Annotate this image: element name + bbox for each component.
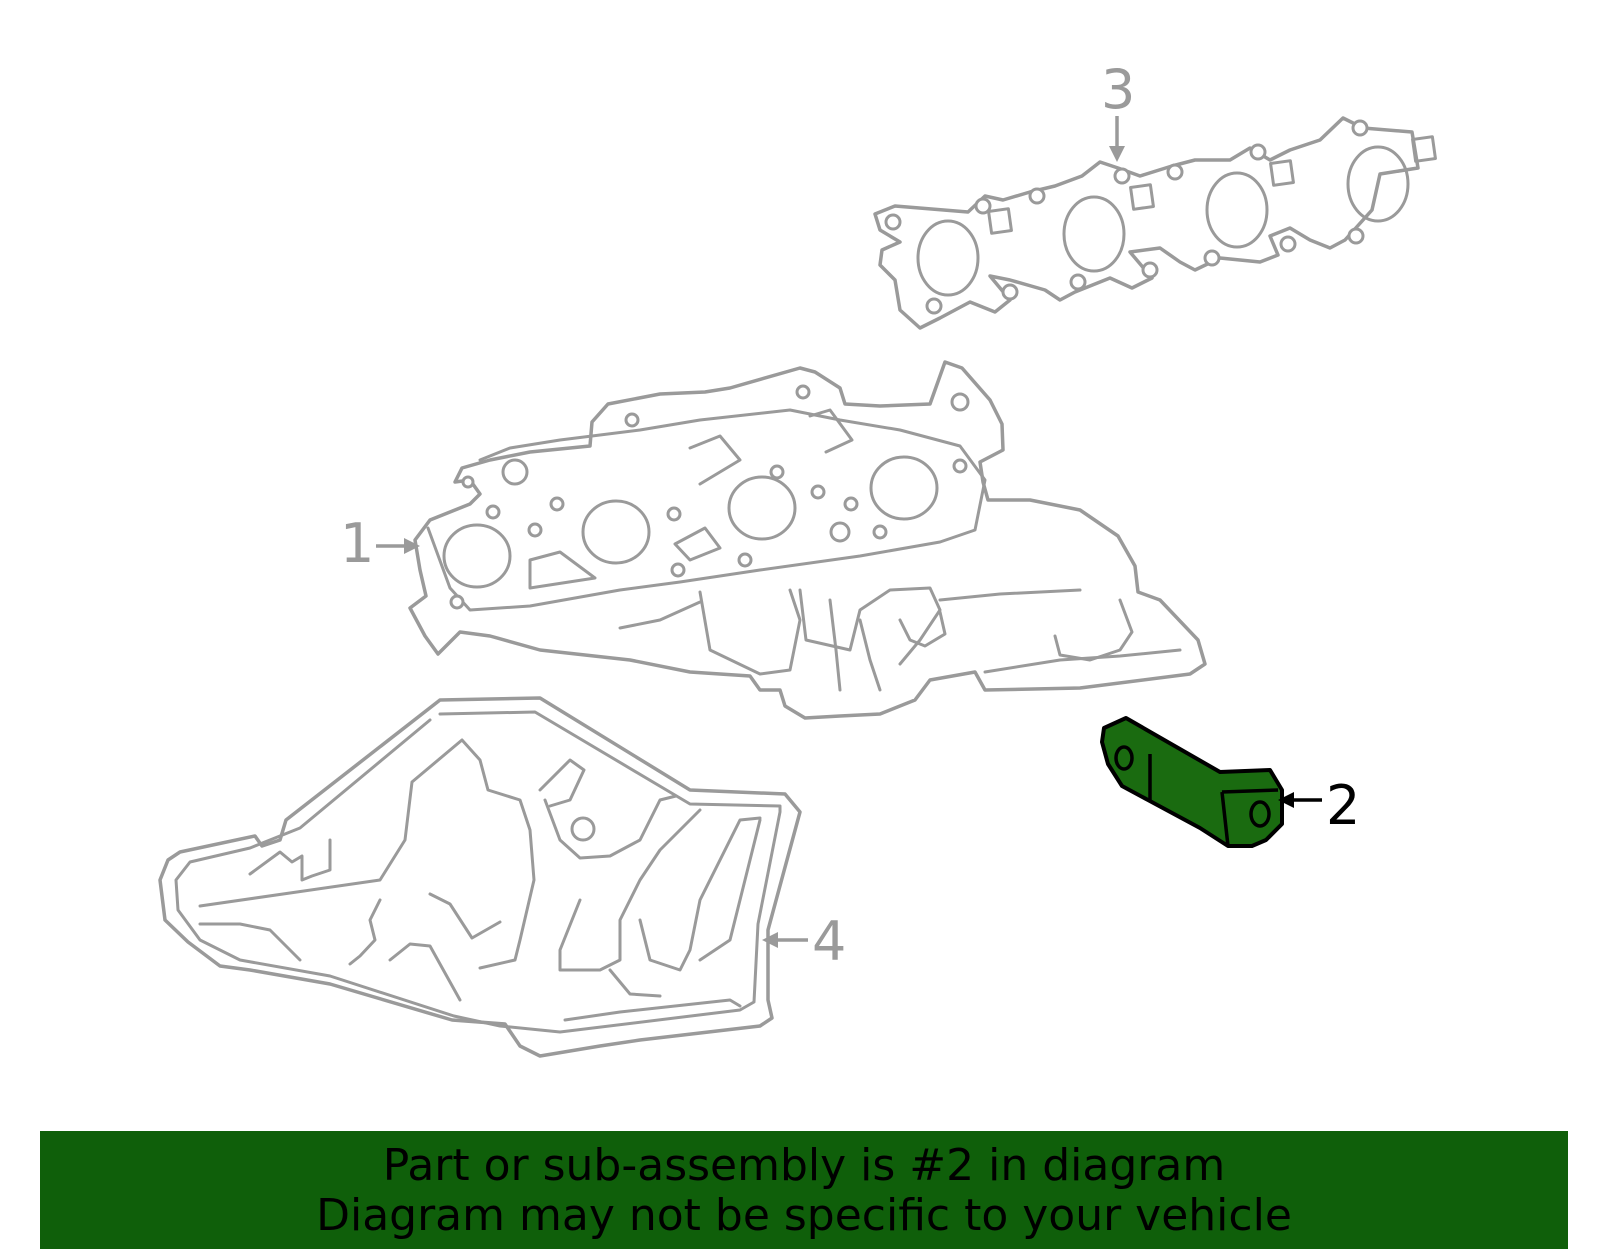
callout-3[interactable]: 3 — [1101, 58, 1135, 162]
callout-3-number: 3 — [1101, 58, 1135, 121]
part-4-heat-shield[interactable] — [158, 696, 802, 1058]
part-3-gasket[interactable] — [873, 116, 1437, 330]
info-banner: Part or sub-assembly is #2 in diagram Di… — [40, 1131, 1568, 1249]
callout-4-number: 4 — [812, 910, 846, 973]
banner-line-disclaimer: Diagram may not be specific to your vehi… — [316, 1190, 1292, 1241]
part-1-exhaust-manifold[interactable] — [408, 360, 1207, 720]
callout-3-arrowhead — [1109, 146, 1125, 162]
callout-1[interactable]: 1 — [340, 512, 420, 575]
callout-4[interactable]: 4 — [762, 910, 846, 973]
callout-4-arrowhead — [762, 932, 778, 948]
callout-2[interactable]: 2 — [1278, 774, 1360, 837]
part-2-bracket[interactable] — [1100, 716, 1284, 848]
callout-2-number: 2 — [1326, 774, 1360, 837]
callout-1-number: 1 — [340, 512, 374, 575]
callout-2-arrowhead — [1278, 792, 1294, 808]
callout-1-arrowhead — [404, 538, 420, 554]
banner-line-part-number: Part or sub-assembly is #2 in diagram — [382, 1140, 1226, 1191]
